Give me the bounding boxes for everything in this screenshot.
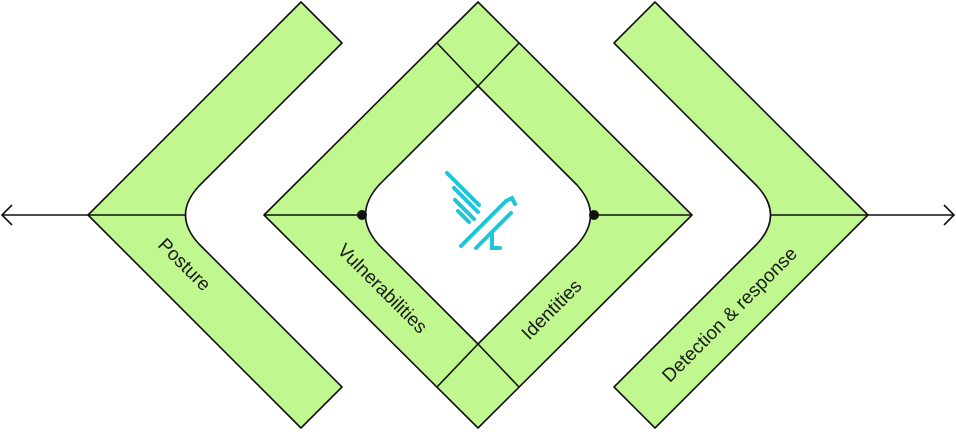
label-detection: Detection & response — [658, 243, 801, 386]
ring-divider-top-left — [477, 42, 520, 87]
ring-divider-bottom-right — [477, 343, 520, 388]
axis-arrow-left — [0, 204, 13, 226]
ring-divider-top-right — [436, 42, 479, 87]
center-logo-icon — [445, 171, 517, 250]
ring-divider-bottom-left — [436, 343, 479, 388]
axis-arrow-right — [943, 204, 956, 226]
hub-dot-right — [589, 210, 599, 220]
center-diamond-ring — [263, 1, 693, 429]
hub-dot-left — [357, 210, 367, 220]
